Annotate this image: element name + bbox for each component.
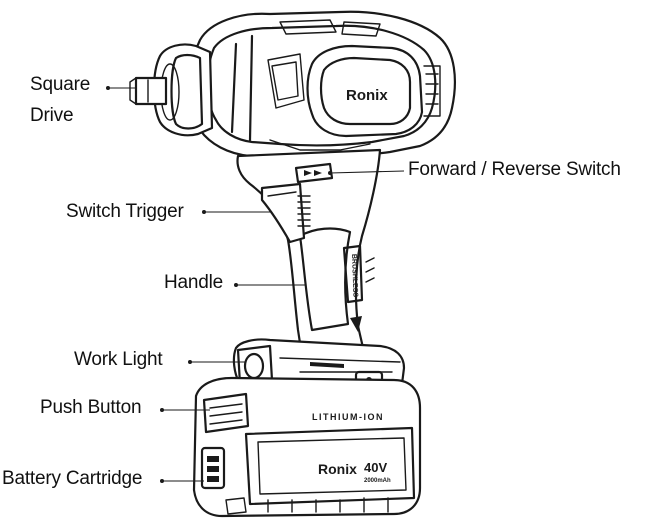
label-battery-cartridge: Battery Cartridge <box>2 468 143 489</box>
label-work-light: Work Light <box>74 349 163 370</box>
label-forward-reverse-switch: Forward / Reverse Switch <box>408 159 621 180</box>
label-push-button: Push Button <box>40 397 142 418</box>
leader-dot-push-button <box>160 408 164 412</box>
battery-brand-text: Ronix <box>318 461 357 477</box>
label-switch-trigger: Switch Trigger <box>66 201 184 222</box>
leader-dot-forward-reverse <box>328 171 332 175</box>
leader-dot-battery-cartridge <box>160 479 164 483</box>
leader-dot-work-light <box>188 360 192 364</box>
label-square-drive-line2: Drive <box>30 105 74 126</box>
handle-text: BRUSHLESS <box>350 254 359 298</box>
leader-dot-handle <box>234 283 238 287</box>
leader-dot-switch-trigger <box>202 210 206 214</box>
leader-forward-reverse <box>329 170 405 174</box>
leader-dot-square-drive <box>106 86 110 90</box>
battery-pack: LITHIUM-ION Ronix 40V 2000mAh <box>192 376 422 518</box>
leader-lines <box>106 86 405 483</box>
battery-voltage-text: 40V <box>364 460 387 475</box>
battery-capacity-text: 2000mAh <box>364 478 391 484</box>
label-handle: Handle <box>164 272 224 293</box>
tool-head: Ronix <box>129 10 456 158</box>
battery-type-text: LITHIUM-ION <box>312 412 384 422</box>
tool-handle: BRUSHLESS <box>236 148 382 358</box>
label-square-drive-line1: Square <box>30 74 91 95</box>
svg-text:Ronix: Ronix <box>346 87 388 104</box>
